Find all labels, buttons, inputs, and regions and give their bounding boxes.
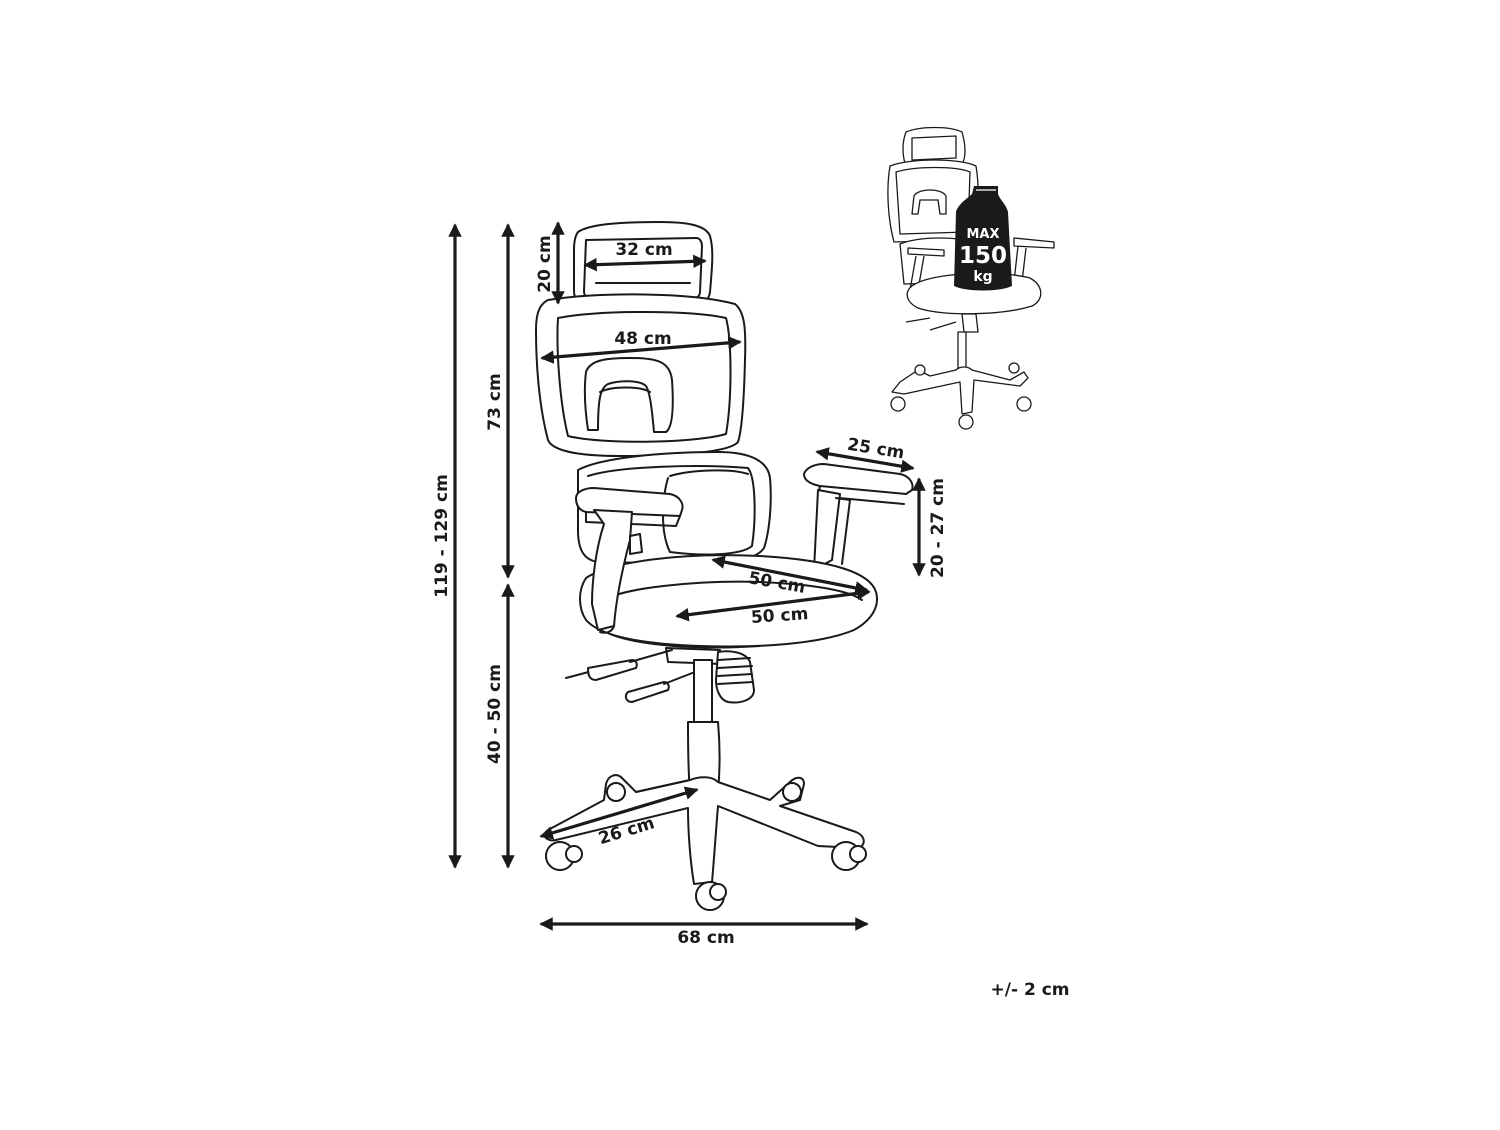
headrest-height-label: 20 cm: [535, 235, 555, 292]
backrest-width-arrow: [540, 336, 742, 364]
weight-unit-label: kg: [973, 269, 992, 285]
dimension-lines: [448, 221, 926, 931]
leg-length-arrow: [539, 786, 699, 840]
seat-height-label: 40 - 50 cm: [485, 664, 505, 764]
weight-value-label: 150: [959, 243, 1007, 269]
headrest-width-arrow: [583, 254, 707, 272]
seat-width-label: 50 cm: [750, 604, 809, 628]
weight-icon: [954, 186, 1012, 291]
seat-depth-arrow: [711, 555, 869, 595]
headrest-width-label: 32 cm: [615, 240, 672, 260]
base-width-label: 68 cm: [677, 928, 734, 948]
tolerance-note: +/- 2 cm: [991, 980, 1070, 1000]
armrest-length-arrow: [815, 447, 915, 473]
weight-max-label: MAX: [966, 227, 999, 242]
backrest-width-label: 48 cm: [614, 329, 671, 349]
weight-capacity-illustration: MAX 150 kg: [887, 126, 1055, 430]
chair-illustration: [535, 221, 914, 911]
backrest-height-label: 73 cm: [485, 373, 505, 430]
dimension-labels: 119 - 129 cm 73 cm 40 - 50 cm 20 cm 32 c…: [432, 235, 1069, 1000]
total-height-label: 119 - 129 cm: [432, 474, 452, 598]
seat-width-arrow: [675, 586, 871, 622]
armrest-height-label: 20 - 27 cm: [928, 478, 948, 578]
